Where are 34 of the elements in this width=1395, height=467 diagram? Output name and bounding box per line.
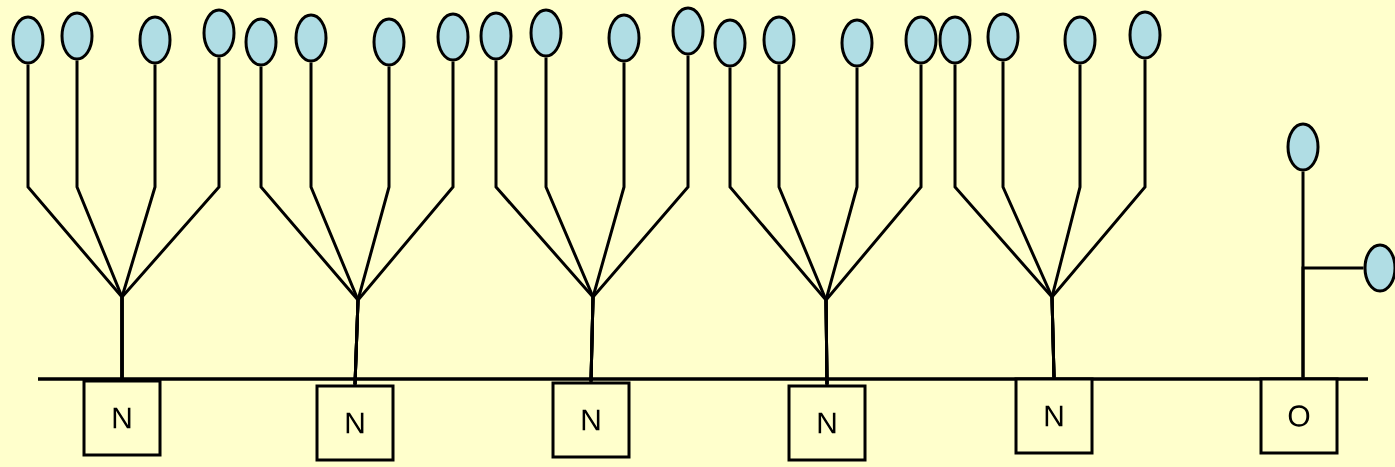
connector-line <box>120 57 221 380</box>
ellipse-node <box>762 15 796 65</box>
ellipse-node <box>607 13 641 63</box>
ellipse-node <box>1363 243 1395 293</box>
ellipse-node <box>1063 15 1097 65</box>
ellipse-node <box>60 11 94 61</box>
connector-line <box>589 55 690 382</box>
connector-line <box>1301 266 1364 378</box>
ellipse-node <box>372 17 406 67</box>
labeled-box: N <box>1014 377 1094 455</box>
ellipse-node <box>529 8 563 58</box>
ellipse-node <box>938 15 972 65</box>
ellipse-node <box>713 18 747 68</box>
ellipse-node <box>1128 10 1162 60</box>
ellipse-node <box>138 15 172 65</box>
ellipse-node <box>294 13 328 63</box>
connector-line <box>824 64 923 385</box>
labeled-box: N <box>82 379 162 457</box>
connector-line <box>1050 59 1147 378</box>
ellipse-node <box>244 17 278 67</box>
ellipse-node <box>671 6 705 56</box>
labeled-box: O <box>1259 377 1339 455</box>
ellipse-node <box>1286 122 1320 172</box>
ellipse-node <box>479 11 513 61</box>
connector-line <box>353 61 455 385</box>
ellipse-node <box>11 15 45 65</box>
labeled-box: N <box>551 381 631 459</box>
ellipse-node <box>202 8 236 58</box>
ellipse-node <box>840 18 874 68</box>
ellipse-node <box>436 12 470 62</box>
labeled-box: N <box>787 384 867 462</box>
labeled-box: N <box>315 384 395 462</box>
ellipse-node <box>904 15 938 65</box>
ellipse-node <box>986 12 1020 62</box>
